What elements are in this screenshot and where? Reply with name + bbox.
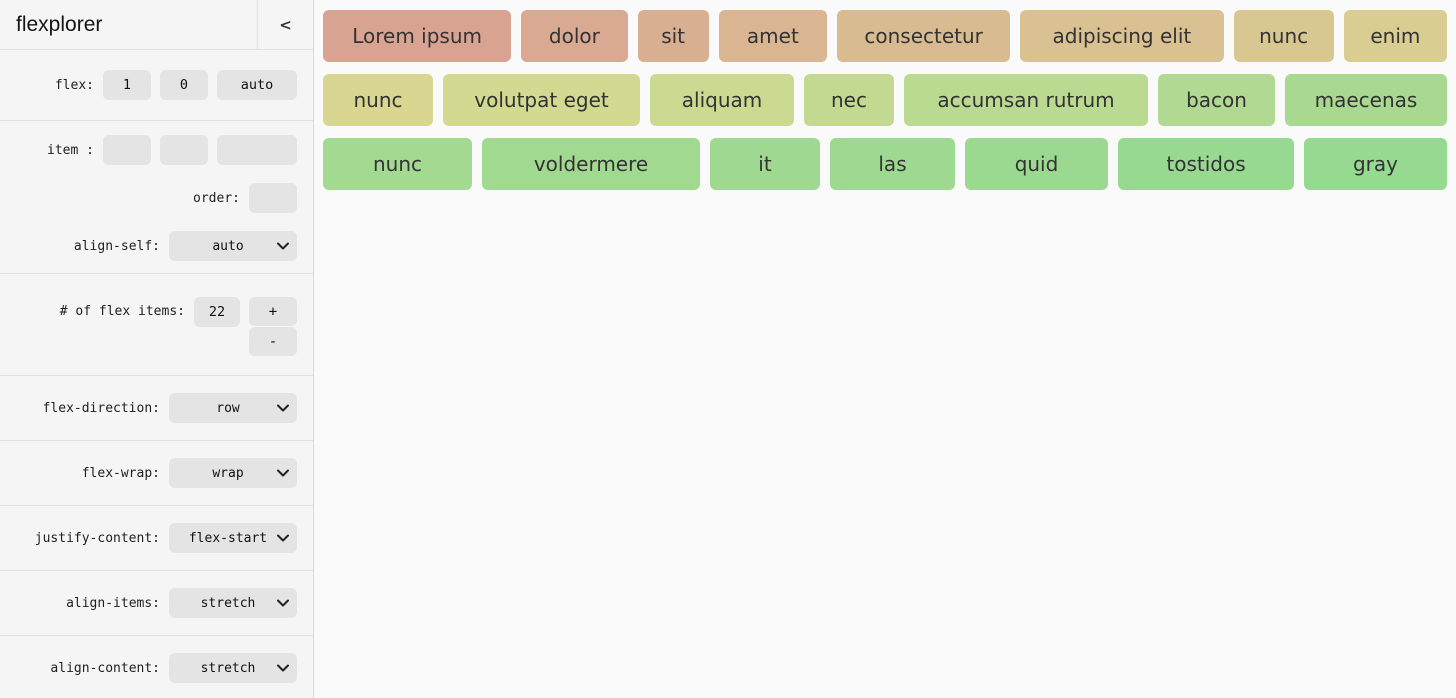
chevron-down-icon xyxy=(277,534,289,542)
remove-item-button[interactable]: - xyxy=(249,327,297,356)
chevron-down-icon xyxy=(277,469,289,477)
justify-content-value: flex-start xyxy=(188,530,268,546)
align-items-select[interactable]: stretch xyxy=(169,588,297,618)
flex-item[interactable]: Lorem ipsum xyxy=(323,10,512,62)
order-row: order: xyxy=(0,183,297,213)
align-items-label: align-items: xyxy=(66,595,160,611)
align-items-section: align-items: stretch xyxy=(0,571,313,636)
chevron-down-icon xyxy=(277,599,289,607)
flex-wrap-select[interactable]: wrap xyxy=(169,458,297,488)
flex-item[interactable]: nunc xyxy=(1233,10,1334,62)
flex-item[interactable]: tostidos xyxy=(1118,138,1294,190)
flex-item[interactable]: adipiscing elit xyxy=(1020,10,1224,62)
flex-item[interactable]: las xyxy=(830,138,955,190)
flex-item[interactable]: consectetur xyxy=(837,10,1011,62)
justify-content-label: justify-content: xyxy=(34,530,160,546)
align-self-select[interactable]: auto xyxy=(169,231,297,261)
flex-items-count-section: # of flex items: + - xyxy=(0,274,313,376)
flex-item[interactable]: amet xyxy=(718,10,827,62)
flex-wrap-label: flex-wrap: xyxy=(81,465,160,481)
flex-shorthand-section: flex: xyxy=(0,50,313,121)
item-flex-basis-input[interactable] xyxy=(217,135,297,165)
flex-item[interactable]: it xyxy=(710,138,820,190)
sidebar-collapse-button[interactable]: < xyxy=(257,0,313,49)
order-label: order: xyxy=(193,190,240,206)
align-self-row: align-self: auto xyxy=(0,231,297,261)
flex-wrap-section: flex-wrap: wrap xyxy=(0,441,313,506)
align-content-row: align-content: stretch xyxy=(0,653,297,683)
item-flex-grow-input[interactable] xyxy=(103,135,151,165)
flex-item[interactable]: voldermere xyxy=(482,138,700,190)
justify-content-select[interactable]: flex-start xyxy=(169,523,297,553)
flex-item[interactable]: accumsan rutrum xyxy=(904,74,1148,126)
collapse-chevron-left-icon: < xyxy=(279,15,292,34)
flex-items-count-input[interactable] xyxy=(194,297,240,327)
flex-item[interactable]: enim xyxy=(1343,10,1447,62)
align-content-select[interactable]: stretch xyxy=(169,653,297,683)
app-title: flexplorer xyxy=(16,12,103,36)
flex-direction-section: flex-direction: row xyxy=(0,376,313,441)
item-settings-section: item : order: align-self: auto xyxy=(0,121,313,274)
justify-content-section: justify-content: flex-start xyxy=(0,506,313,571)
flex-wrap-value: wrap xyxy=(212,465,244,481)
flex-direction-select[interactable]: row xyxy=(169,393,297,423)
flex-direction-value: row xyxy=(216,400,240,416)
sidebar-header: flexplorer < xyxy=(0,0,313,50)
flex-item[interactable]: gray xyxy=(1304,138,1447,190)
flex-item[interactable]: bacon xyxy=(1158,74,1275,126)
item-label: item : xyxy=(47,142,94,158)
flex-item[interactable]: quid xyxy=(965,138,1108,190)
flex-items-count-row: # of flex items: + - xyxy=(0,297,297,356)
add-item-button[interactable]: + xyxy=(249,297,297,326)
flex-wrap-row: flex-wrap: wrap xyxy=(0,458,297,488)
flex-basis-input[interactable] xyxy=(217,70,297,100)
align-self-label: align-self: xyxy=(73,238,160,254)
flex-item[interactable]: aliquam xyxy=(650,74,794,126)
item-flex-shrink-input[interactable] xyxy=(160,135,208,165)
flex-label: flex: xyxy=(54,77,94,93)
flex-item[interactable]: sit xyxy=(637,10,709,62)
chevron-down-icon xyxy=(277,664,289,672)
flex-item[interactable]: maecenas xyxy=(1285,74,1447,126)
flex-item[interactable]: nunc xyxy=(323,74,433,126)
align-content-section: align-content: stretch xyxy=(0,636,313,698)
flex-items-count-label: # of flex items: xyxy=(59,304,185,319)
chevron-down-icon xyxy=(277,242,289,250)
flex-direction-row: flex-direction: row xyxy=(0,393,297,423)
chevron-down-icon xyxy=(277,404,289,412)
flex-item[interactable]: nunc xyxy=(323,138,472,190)
order-input[interactable] xyxy=(249,183,297,213)
flex-item[interactable]: nec xyxy=(804,74,894,126)
count-stepper: + - xyxy=(249,297,297,356)
flex-item[interactable]: volutpat eget xyxy=(443,74,640,126)
flex-grow-input[interactable] xyxy=(103,70,151,100)
justify-content-row: justify-content: flex-start xyxy=(0,523,297,553)
flex-shrink-input[interactable] xyxy=(160,70,208,100)
sidebar: flexplorer < flex: item : order: xyxy=(0,0,314,698)
align-self-value: auto xyxy=(212,238,244,254)
flex-item[interactable]: dolor xyxy=(521,10,628,62)
align-content-value: stretch xyxy=(200,660,256,676)
flex-shorthand-row: flex: xyxy=(0,70,297,100)
align-content-label: align-content: xyxy=(50,660,160,676)
flex-direction-label: flex-direction: xyxy=(42,400,160,416)
align-items-value: stretch xyxy=(200,595,256,611)
item-flex-row: item : xyxy=(0,135,297,165)
align-items-row: align-items: stretch xyxy=(0,588,297,618)
